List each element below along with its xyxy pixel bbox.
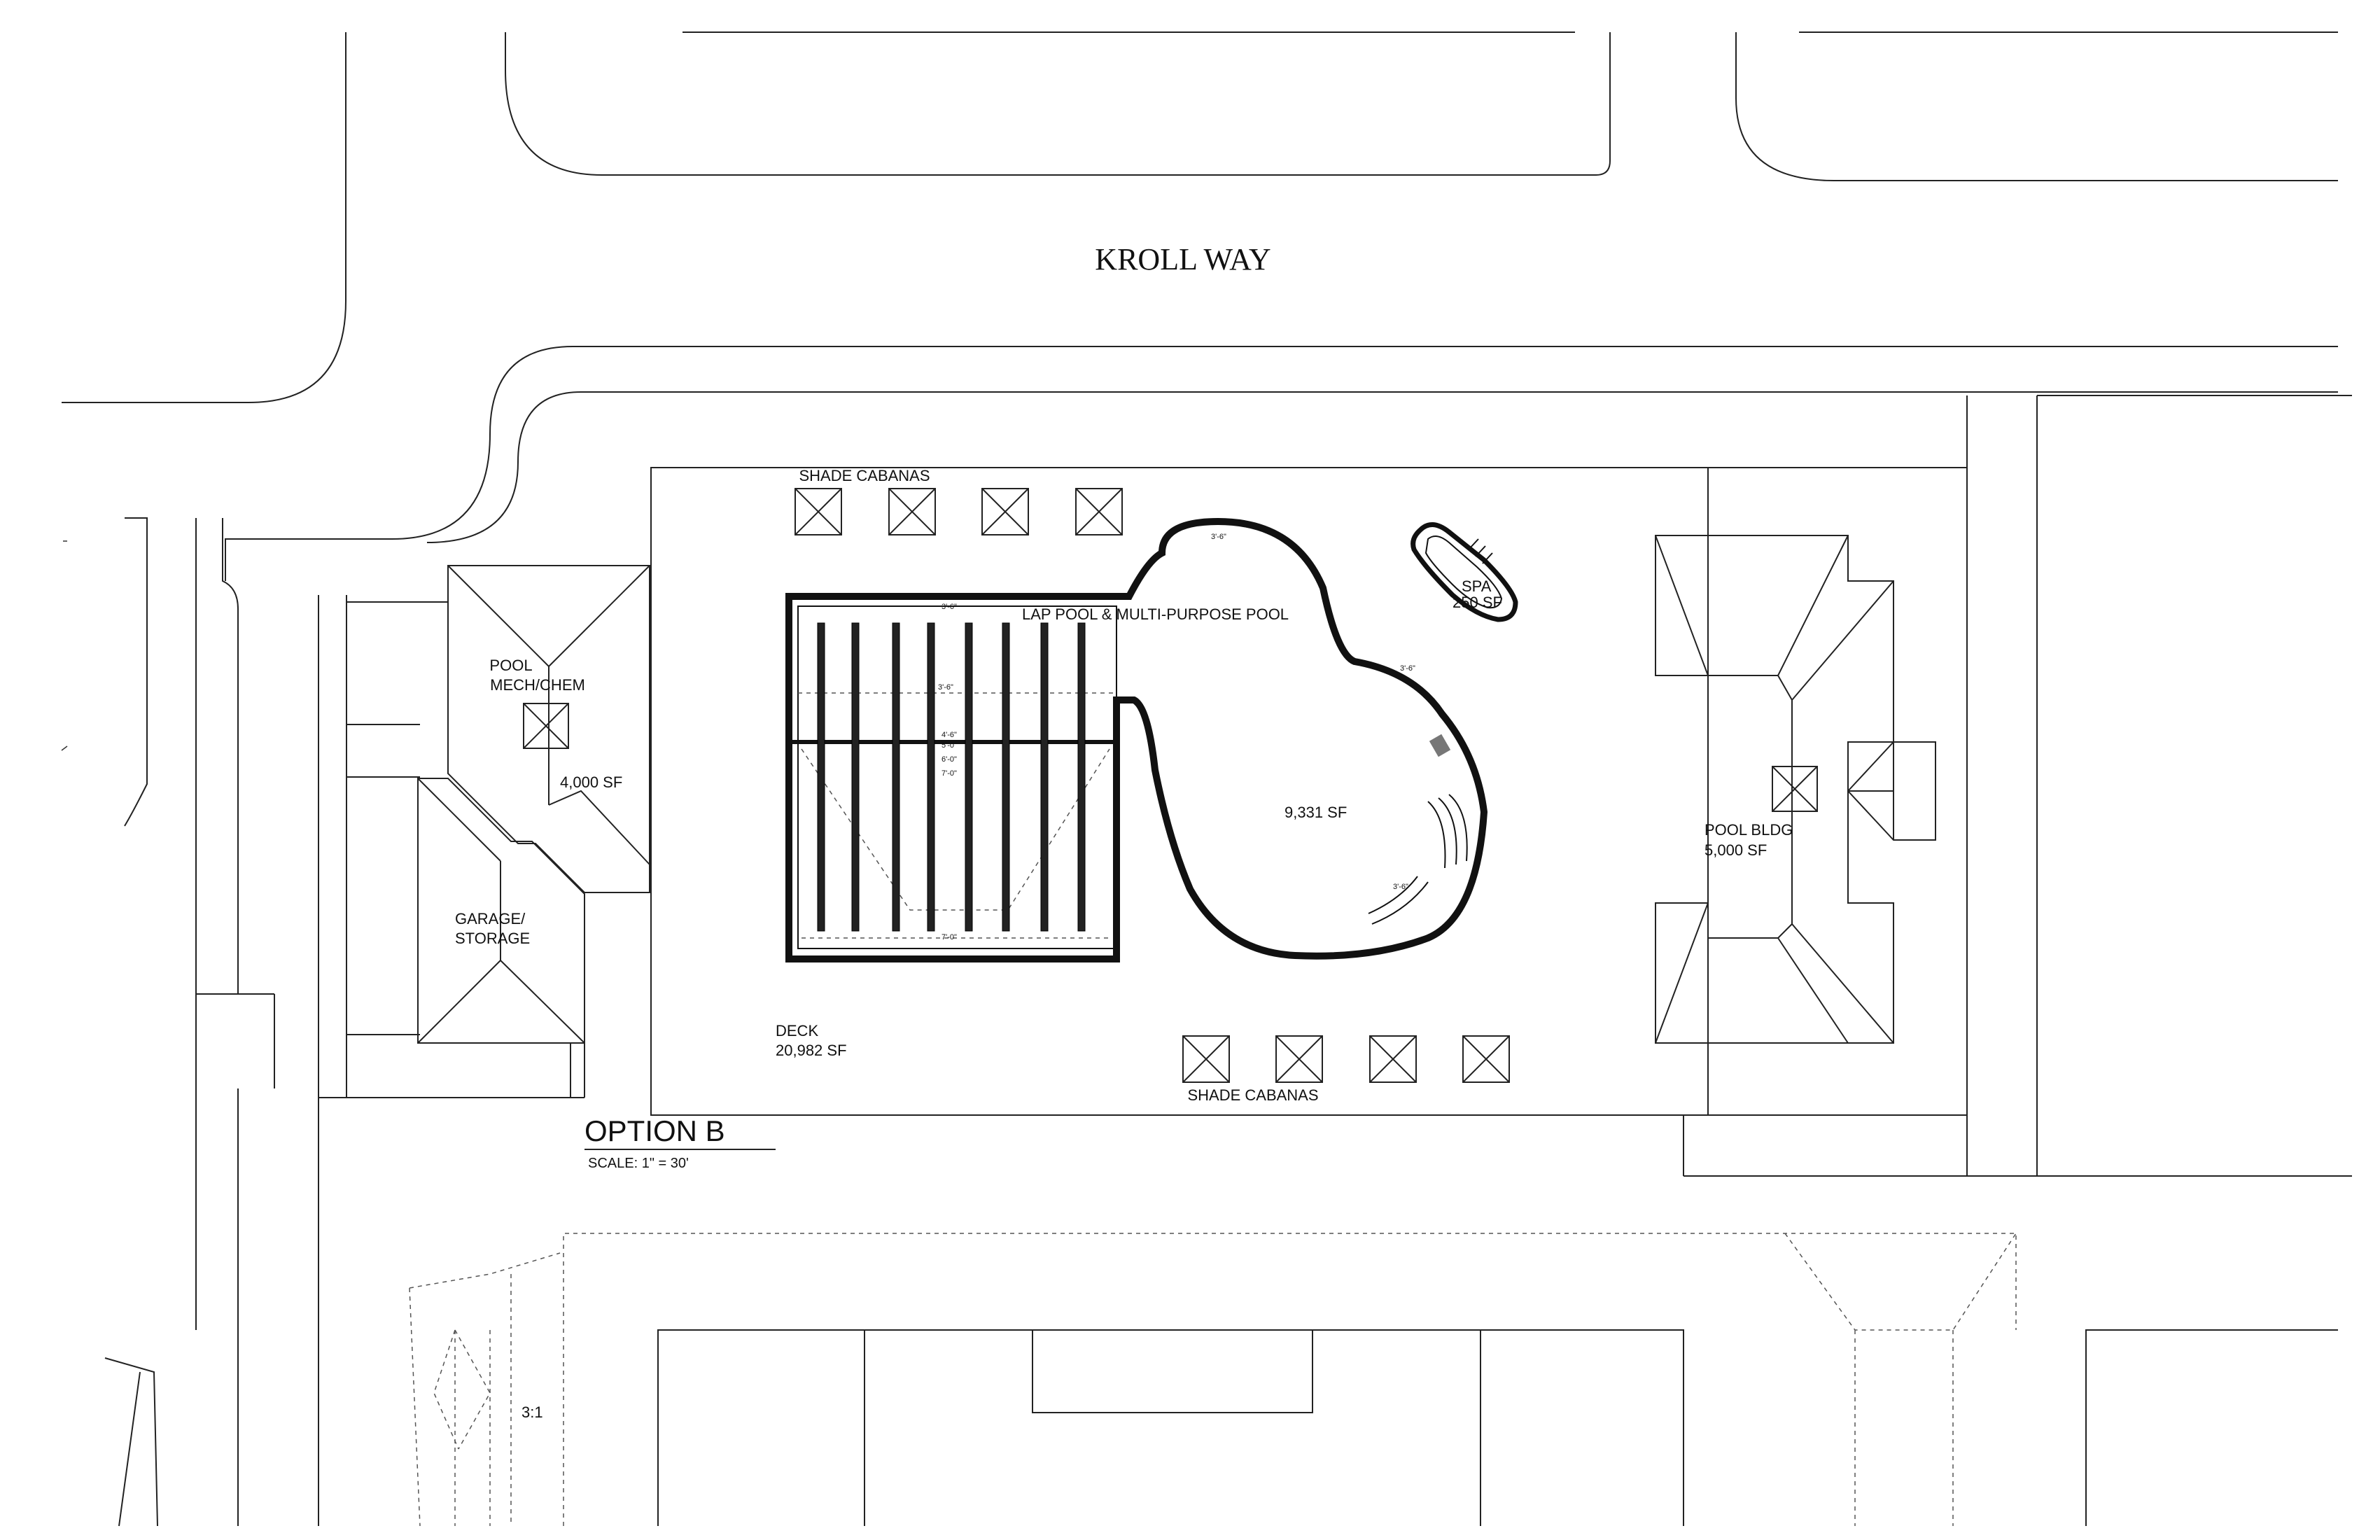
- lap-pool: [785, 517, 1488, 962]
- shade-cabana: [1075, 488, 1123, 536]
- garage-storage-building: [417, 778, 585, 1044]
- dimension-label: 5'-0": [941, 741, 957, 750]
- dimension-label: 3'-6": [938, 683, 953, 692]
- shade-cabana: [888, 488, 936, 536]
- pool-dimension-notes: 3'-6" 3'-6" 3'-6" 4'-6" 5'-0" 6'-0" 7'-0…: [938, 533, 1415, 941]
- mech-area-label: 4,000 SF: [560, 774, 622, 791]
- pool-bldg: [1655, 535, 1936, 1044]
- pool-bldg-area-label: 5,000 SF: [1704, 841, 1767, 859]
- shade-cabana: [1275, 1035, 1323, 1083]
- garage-label-line2: STORAGE: [455, 930, 530, 947]
- lap-pool-label: LAP POOL & MULTI-PURPOSE POOL: [1022, 606, 1289, 623]
- deck-label: DECK: [776, 1022, 818, 1040]
- pool-mech-label-line2: MECH/CHEM: [490, 676, 585, 694]
- pool-mech-label-line1: POOL: [489, 657, 532, 674]
- shade-cabana: [1369, 1035, 1417, 1083]
- slope-label: 3:1: [522, 1404, 543, 1421]
- shade-cabanas-top: [794, 488, 1123, 536]
- dimension-label: 3'-6": [1211, 533, 1226, 541]
- dimension-label: 3'-6": [1393, 883, 1408, 891]
- shade-cabanas-bottom-label: SHADE CABANAS: [1187, 1086, 1318, 1104]
- shade-cabana: [981, 488, 1029, 536]
- mech-vent-box: [523, 703, 569, 749]
- deck-area-label: 20,982 SF: [776, 1042, 847, 1059]
- pool-bldg-vent-box: [1772, 766, 1818, 812]
- garage-label-line1: GARAGE/: [455, 910, 526, 927]
- pool-mech-building: [447, 565, 650, 893]
- spa: [1410, 522, 1518, 622]
- dimension-label: 3'-6": [1400, 664, 1415, 673]
- site-boundary: [318, 395, 2352, 1526]
- shade-cabanas-bottom: [1182, 1035, 1510, 1083]
- adjacent-buildings: [409, 1233, 2338, 1527]
- pool-area-label: 9,331 SF: [1284, 804, 1347, 821]
- shade-cabanas-top-label: SHADE CABANAS: [799, 467, 930, 484]
- spa-area-label: 250 SF: [1452, 594, 1502, 611]
- dimension-label: 6'-0": [941, 755, 957, 764]
- shade-cabana: [1462, 1035, 1510, 1083]
- scale-label: SCALE: 1" = 30': [588, 1156, 689, 1171]
- dimension-label: 7'-0": [941, 769, 957, 778]
- dimension-label: 7'-0": [941, 933, 957, 941]
- option-title: OPTION B: [584, 1114, 725, 1147]
- shade-cabana: [1182, 1035, 1230, 1083]
- lap-pool-lanes: [817, 622, 1086, 932]
- pool-bldg-label: POOL BLDG: [1704, 821, 1793, 839]
- shade-cabana: [794, 488, 842, 536]
- spa-label: SPA: [1462, 578, 1492, 595]
- street-curbs: [61, 31, 2338, 1527]
- dimension-label: 3'-6": [941, 603, 957, 611]
- street-name: KROLL WAY: [1095, 242, 1270, 276]
- dimension-label: 4'-6": [941, 731, 957, 739]
